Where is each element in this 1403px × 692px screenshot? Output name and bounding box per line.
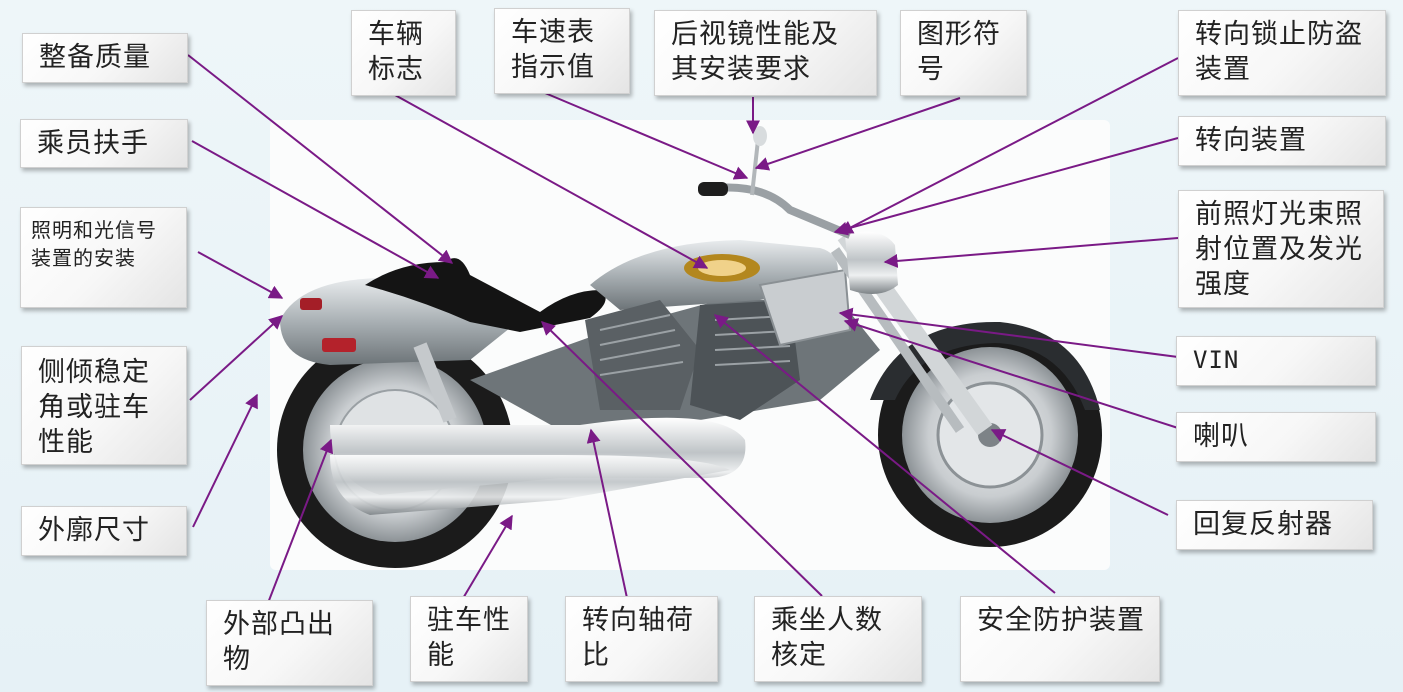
label-lighting-signal: 照明和光信号装置的安装 <box>20 207 187 308</box>
label-curb-mass: 整备质量 <box>22 33 188 83</box>
label-side-stand: 侧倾稳定角或驻车性能 <box>21 346 187 465</box>
label-rearview-mirror: 后视镜性能及其安装要求 <box>654 10 877 96</box>
label-parking-performance: 驻车性能 <box>410 596 528 682</box>
label-seating-capacity: 乘坐人数核定 <box>754 596 922 682</box>
label-headlamp-beam: 前照灯光束照射位置及发光强度 <box>1178 190 1384 308</box>
label-overall-dimensions: 外廓尺寸 <box>21 506 187 556</box>
motorcycle-image <box>277 126 1102 568</box>
label-steering-device: 转向装置 <box>1178 116 1386 166</box>
label-steering-axle-load: 转向轴荷比 <box>565 596 718 682</box>
label-vehicle-logo: 车辆标志 <box>351 10 456 96</box>
leader-lines <box>187 54 1179 604</box>
label-safety-guard: 安全防护装置 <box>960 596 1160 682</box>
label-vin: VIN <box>1176 336 1376 386</box>
label-speedometer: 车速表指示值 <box>494 8 630 94</box>
label-steering-lock: 转向锁止防盗装置 <box>1178 10 1386 96</box>
label-horn: 喇叭 <box>1176 412 1376 462</box>
label-graphic-symbols: 图形符号 <box>900 10 1027 96</box>
label-passenger-handhold: 乘员扶手 <box>20 119 188 168</box>
label-external-projections: 外部凸出物 <box>206 600 373 686</box>
label-retro-reflector: 回复反射器 <box>1176 500 1373 550</box>
